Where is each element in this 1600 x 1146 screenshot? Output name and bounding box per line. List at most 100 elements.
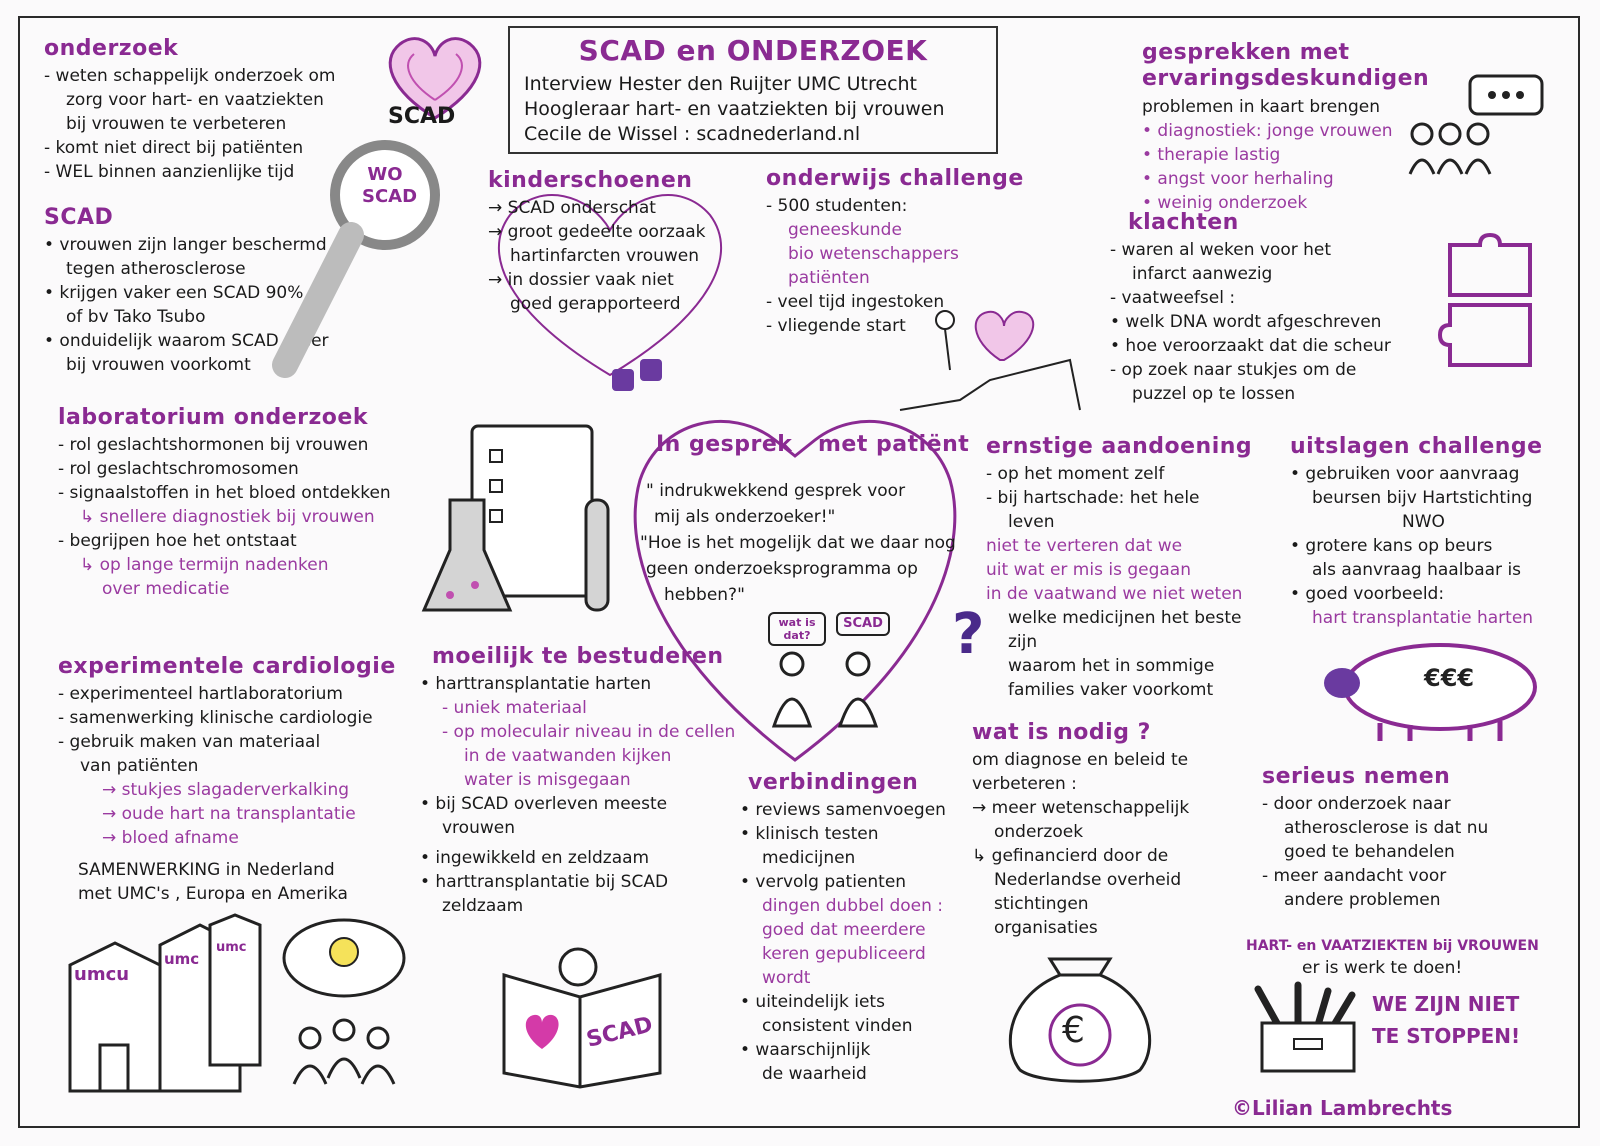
section-heading: moeilijk te bestuderen <box>432 644 724 669</box>
list-item: → meer wetenschappelijk <box>972 798 1190 819</box>
section-heading: kinderschoenen <box>488 168 693 193</box>
list-item: consistent vinden <box>762 1016 913 1037</box>
list-item: • onduidelijk waarom SCAD meer <box>44 331 329 352</box>
list-item: • welk DNA wordt afgeschreven <box>1110 312 1382 333</box>
list-item: • goed voorbeeld: <box>1290 584 1445 605</box>
lab-flask-icon <box>421 424 610 612</box>
building-label: umc <box>164 950 200 968</box>
heart-logo-icon <box>388 37 482 120</box>
list-item: - waren al weken voor het <box>1110 240 1332 261</box>
puzzle-icon <box>1437 232 1532 367</box>
list-item: niet te verteren dat we <box>986 536 1183 557</box>
two-people-icon <box>771 651 879 728</box>
list-item: ↳ gefinancierd door de <box>972 846 1169 867</box>
section-experimentele: experimentele cardiologie - experimentee… <box>58 654 396 906</box>
list-item: - gebruik maken van materiaal <box>58 732 321 753</box>
quote-line: hebben?" <box>664 585 745 605</box>
list-item: • bij SCAD overleven meeste <box>420 794 668 815</box>
idea-people-icon <box>282 918 406 1085</box>
list-item: of bv Tako Tsubo <box>66 307 206 328</box>
list-item: organisaties <box>994 918 1098 939</box>
gesprek-heading-left: In gesprek <box>656 432 793 457</box>
list-item: - signaalstoffen in het bloed ontdekken <box>58 483 391 504</box>
building-label: umcu <box>74 964 130 985</box>
speech-bubble-right: SCAD <box>836 612 890 636</box>
list-item: - rol geslachtschromosomen <box>58 459 299 480</box>
magnifier-label: WO SCAD <box>362 164 418 207</box>
list-subitem: ↳ op lange termijn nadenken <box>80 555 329 576</box>
quote-line: "Hoe is het mogelijk dat we daar nog <box>640 533 956 553</box>
list-item: van patiënten <box>80 756 199 777</box>
credit: ©Lilian Lambrechts <box>1232 1096 1453 1120</box>
title-line: Hoogleraar hart- en vaatziekten bij vrou… <box>524 97 945 120</box>
quote-line: " indrukwekkend gesprek voor <box>646 481 906 501</box>
list-item: andere problemen <box>1284 890 1441 911</box>
gesprek-heading-right: met patiënt <box>818 432 970 457</box>
page-title: SCAD en ONDERZOEK <box>578 34 928 67</box>
list-item: hartinfarcten vrouwen <box>510 246 700 267</box>
list-item: • ingewikkeld en zeldzaam <box>420 848 650 869</box>
section-heading: verbindingen <box>748 770 919 795</box>
section-klachten: klachten - waren al weken voor het infar… <box>1110 210 1391 406</box>
list-item: - weten schappelijk onderzoek om <box>44 66 336 87</box>
list-item: - WEL binnen aanzienlijke tijd <box>44 162 295 183</box>
samenwerking-line: SAMENWERKING in Nederland <box>78 860 335 881</box>
list-subitem: geneeskunde <box>788 220 902 241</box>
list-item: medicijnen <box>762 848 856 869</box>
list-subitem: - op moleculair niveau in de cellen <box>442 722 736 743</box>
section-moeilijk: moeilijk te bestuderen • harttransplanta… <box>420 644 735 918</box>
list-subitem: → oude hart na transplantatie <box>102 804 356 825</box>
reading-book-icon <box>502 947 662 1089</box>
euro-icon: € <box>1062 1010 1085 1051</box>
list-item: Nederlandse overheid <box>994 870 1182 891</box>
shoes-icon <box>612 359 662 391</box>
list-item: - vaatweefsel : <box>1110 288 1236 309</box>
title-box: SCAD en ONDERZOEK Interview Hester den R… <box>508 26 998 154</box>
section-laboratorium: laboratorium onderzoek - rol geslachtsho… <box>58 405 391 601</box>
title-line: Interview Hester den Ruijter UMC Utrecht <box>524 72 918 95</box>
list-item: families vaker voorkomt <box>1008 680 1214 701</box>
section-uitslagen: uitslagen challenge • gebruiken voor aan… <box>1290 434 1543 630</box>
list-subitem: over medicatie <box>102 579 230 600</box>
list-item: welke medicijnen het beste <box>1008 608 1242 629</box>
section-heading: laboratorium onderzoek <box>58 405 368 430</box>
section-gesprekken: gesprekken met ervaringsdeskundigen prob… <box>1142 40 1600 215</box>
question-mark-icon: ? <box>952 602 985 667</box>
pig-euro-label: €€€ <box>1424 664 1475 692</box>
list-subitem: bio wetenschappers <box>788 244 959 265</box>
list-item: om diagnose en beleid te <box>972 750 1189 771</box>
list-item: - veel tijd ingestoken <box>766 292 945 313</box>
heart-outline-icon <box>497 194 723 377</box>
section-ernstige: ernstige aandoening - op het moment zelf… <box>986 434 1252 702</box>
section-kinderschoenen: kinderschoenen → SCAD onderschat → groot… <box>488 168 706 316</box>
list-item: - komt niet direct bij patiënten <box>44 138 304 159</box>
list-item: • gebruiken voor aanvraag <box>1290 464 1520 485</box>
list-item: uit wat er mis is gegaan <box>986 560 1191 581</box>
section-heading: serieus nemen <box>1262 764 1451 789</box>
piggy-bank-icon <box>1324 643 1537 741</box>
climber-heart-icon <box>899 310 1081 411</box>
list-item: beursen bijv Hartstichting <box>1312 488 1533 509</box>
list-item: stichtingen <box>994 894 1089 915</box>
central-heart-icon <box>633 419 957 762</box>
banner-text: HART- en VAATZIEKTEN bij VROUWEN <box>1246 938 1539 954</box>
list-item: wordt <box>762 968 811 989</box>
list-item: goed dat meerdere <box>762 920 926 941</box>
list-item: hart transplantatie harten <box>1312 608 1534 629</box>
list-subitem: water is misgegaan <box>464 770 631 791</box>
section-heading: uitslagen challenge <box>1290 434 1543 459</box>
list-item: • grotere kans op beurs <box>1290 536 1493 557</box>
list-item: • krijgen vaker een SCAD 90% ♀ <box>44 283 322 304</box>
list-item: tegen atherosclerose <box>66 259 246 280</box>
list-item: keren gepubliceerd <box>762 944 926 965</box>
list-item: • weinig onderzoek <box>1142 192 1308 213</box>
section-heading: onderzoek <box>44 36 179 61</box>
section-nodig: wat is nodig ? om diagnose en beleid te … <box>972 720 1189 940</box>
list-item: → SCAD onderschat <box>488 198 656 219</box>
list-item: → in dossier vaak niet <box>488 270 674 291</box>
section-onderwijs: onderwijs challenge - 500 studenten: gen… <box>766 166 1024 338</box>
section-heading: ernstige aandoening <box>986 434 1253 459</box>
list-item: • diagnostiek: jonge vrouwen <box>1142 120 1393 141</box>
list-item: • harttransplantatie harten <box>420 674 652 695</box>
